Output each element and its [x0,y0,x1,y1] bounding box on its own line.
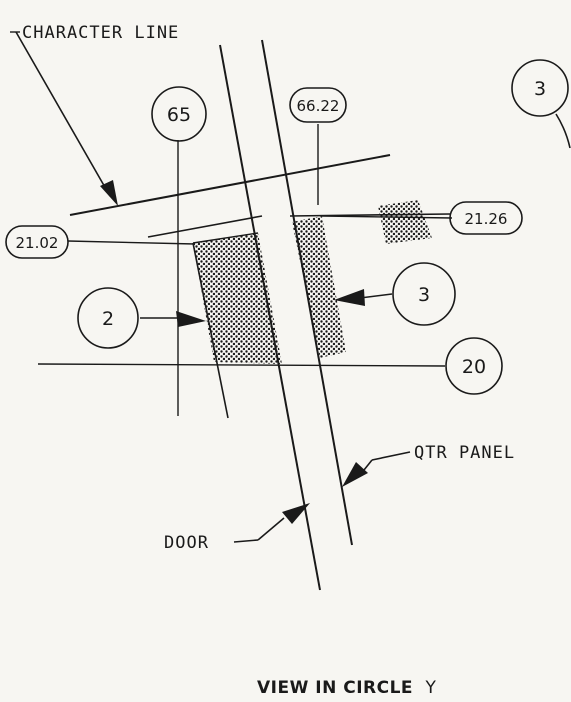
callout-ring-3-top [511,59,569,117]
leader-qtr-panel-diag [363,459,373,471]
callout-ring-2 [77,287,139,349]
callout-ring-20 [445,337,503,395]
callout-tail-3-top [555,113,571,149]
label-door: DOOR [164,533,209,553]
upper-body-line [69,154,391,216]
caption-letter: Y [424,678,436,698]
shaded-region-left [193,233,282,364]
arrow-3 [334,289,365,306]
leader-3 [359,293,393,299]
door-edge-line [219,44,321,591]
shaded-region-right [292,216,346,358]
leader-door [233,539,259,543]
shade-top-edge [192,232,259,244]
callout-21-26: 21.26 [465,210,508,228]
leader-qtr-panel [371,451,411,461]
arrow-door [282,503,310,524]
shaded-region-small [378,200,432,244]
callout-box-21-02 [5,225,69,259]
callout-3-mid: 3 [418,284,430,306]
callout-ring-65 [151,86,207,142]
lower-body-line-right [289,213,451,217]
lower-body-line [147,215,263,238]
callout-21-02: 21.02 [16,234,59,252]
caption-text: VIEW IN CIRCLE [257,678,413,698]
arrow-2 [176,311,206,327]
arrow-character-line [100,180,118,206]
leader-door-diag [257,517,285,541]
caption: VIEW IN CIRCLE Y [257,678,436,698]
qtr-panel-edge-line [261,39,353,546]
callout-2: 2 [102,308,114,330]
callout-3-top: 3 [534,78,546,100]
leader-21-02 [67,240,196,245]
callout-box-66-22 [289,87,347,123]
leader-character-line [15,31,111,197]
gridline-20 [37,363,446,367]
callout-20: 20 [462,356,486,378]
label-character-line: CHARACTER LINE [22,23,179,43]
arrow-qtr-panel [342,462,368,487]
callout-65: 65 [167,104,191,126]
label-qtr-panel: QTR PANEL [414,443,515,463]
callout-box-21-26 [449,201,523,235]
callout-66-22: 66.22 [297,97,340,115]
inner-edge-line [192,242,229,419]
leader-21-26 [321,215,453,219]
callout-ring-3-mid [392,262,456,326]
